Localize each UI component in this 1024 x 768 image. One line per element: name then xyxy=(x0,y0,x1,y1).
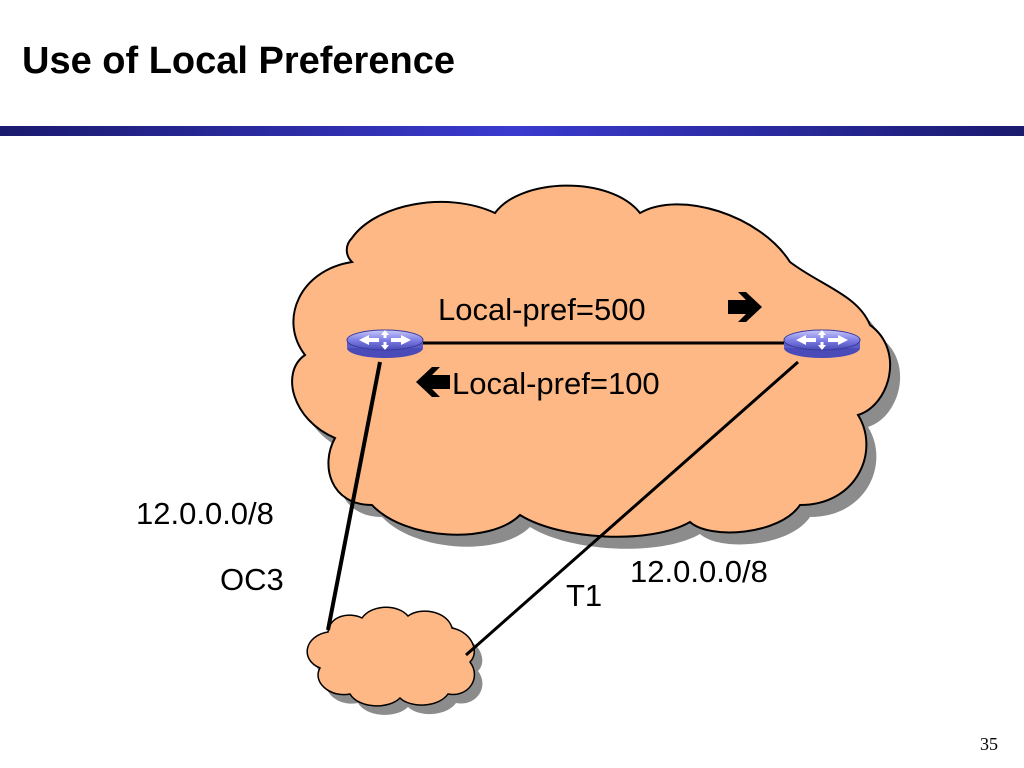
page-number: 35 xyxy=(980,734,998,754)
label-local-pref-100: Local-pref=100 xyxy=(452,366,660,401)
link-t1 xyxy=(465,360,799,657)
slide-title: Use of Local Preference xyxy=(22,40,455,82)
label-prefix-left: 12.0.0.0/8 xyxy=(136,496,274,531)
label-prefix-right: 12.0.0.0/8 xyxy=(630,554,768,589)
label-link-t1: T1 xyxy=(566,578,602,613)
right-arrow-icon xyxy=(728,292,762,322)
label-link-oc3: OC3 xyxy=(220,562,284,597)
router-right-icon xyxy=(783,329,861,358)
small-cloud xyxy=(306,606,476,707)
big-cloud xyxy=(291,184,892,538)
router-left-icon xyxy=(346,329,424,358)
link-oc3 xyxy=(326,361,382,631)
title-rule xyxy=(0,126,1024,136)
left-arrow-icon xyxy=(416,367,450,397)
label-local-pref-500: Local-pref=500 xyxy=(438,292,646,327)
